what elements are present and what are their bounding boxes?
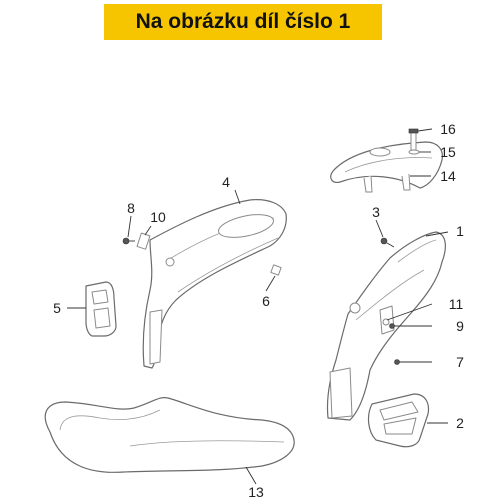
leader-8 [127,215,132,238]
part-1-right-side-cover [326,231,446,421]
part-10-clip [136,232,151,250]
leader-4 [234,189,241,205]
leader-6 [265,275,276,292]
leader-lines [67,128,449,485]
part-2-right-lens [367,393,430,448]
callout-16: 16 [440,121,456,137]
callout-7: 7 [456,354,464,370]
leader-16 [417,128,433,132]
banner-text: Na obrázku díl číslo 1 [135,10,351,33]
callout-4: 4 [222,174,230,190]
part-15-washer [408,149,420,155]
leader-10 [144,225,152,236]
leader-13 [245,466,257,485]
callout-1: 1 [456,223,464,239]
part-6-clip-nut [270,264,282,276]
part-13-bottom-fairing [44,397,295,473]
part-4-left-side-cover [142,199,287,369]
callout-9: 9 [456,318,464,334]
part-14-rear-handle [330,141,443,193]
part-8-screw [122,237,135,245]
part-5-left-lens [85,281,117,337]
callout-5: 5 [53,300,61,316]
callout-13: 13 [248,484,264,500]
part-number-banner: Na obrázku díl číslo 1 [104,4,382,40]
callout-6: 6 [262,293,270,309]
part-9-nut [389,323,395,329]
leader-11 [386,303,433,321]
callout-14: 14 [440,168,456,184]
callout-15: 15 [440,144,456,160]
part-11-washer [382,318,390,326]
callout-2: 2 [456,415,464,431]
callout-3: 3 [372,204,380,220]
leader-3 [375,219,384,238]
callout-8: 8 [127,200,135,216]
leader-1 [425,231,449,237]
callout-10: 10 [150,209,166,225]
callout-11: 11 [449,296,464,312]
callout-labels: 16 15 14 4 3 1 8 10 6 5 11 9 7 2 13 [53,121,464,500]
part-7-screw [394,359,400,365]
part-3-screw [380,237,395,248]
